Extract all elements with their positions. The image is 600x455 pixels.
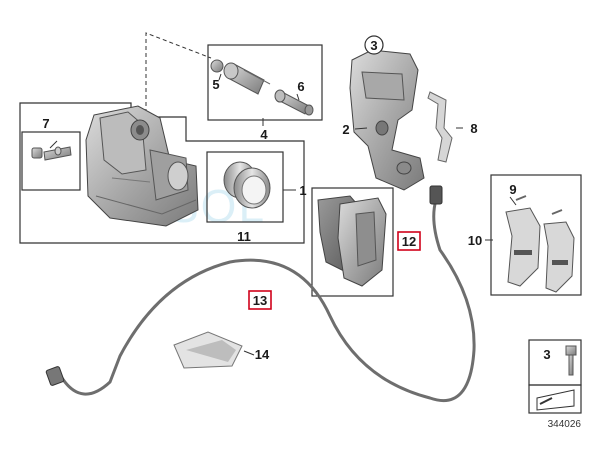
- bleeder-frame: [21, 131, 81, 191]
- pad-clip-part: [505, 195, 575, 293]
- leader-lines: [49, 73, 517, 356]
- wear-sensor-part: [45, 185, 476, 403]
- callout-3[interactable]: 3: [364, 35, 384, 55]
- guide-bolt-part: [274, 89, 314, 116]
- legend-page-icon: [536, 389, 575, 411]
- callout-11[interactable]: 11: [237, 229, 251, 244]
- callout-9[interactable]: 9: [509, 182, 516, 197]
- brake-caliper-part: [85, 105, 199, 227]
- callout-1[interactable]: 1: [299, 183, 306, 198]
- piston-seal-part: [223, 161, 271, 209]
- clip-set-frame: [490, 174, 582, 296]
- grease-packet-part: [173, 331, 243, 369]
- callout-3-label: 3: [370, 38, 377, 53]
- callout-10[interactable]: 10: [468, 233, 482, 248]
- callout-12[interactable]: 12: [397, 231, 421, 251]
- callout-13[interactable]: 13: [248, 290, 272, 310]
- callout-6[interactable]: 6: [297, 79, 304, 94]
- callout-7[interactable]: 7: [42, 116, 49, 131]
- piston-frame: [206, 151, 284, 223]
- guide-sleeve-part: [210, 59, 271, 95]
- callout-12-highlight: [397, 231, 421, 251]
- callout-8[interactable]: 8: [470, 121, 477, 136]
- brake-pad-frame: [311, 187, 394, 297]
- catalog-code: 344026: [548, 419, 582, 430]
- legend-bottom-box: [528, 384, 582, 414]
- callout-12-label: 12: [402, 234, 416, 249]
- bleeder-screw-part: [31, 146, 72, 161]
- callout-14[interactable]: 14: [255, 347, 270, 362]
- caliper-carrier-part: [349, 49, 425, 191]
- dashed-leader: [145, 32, 212, 127]
- anti-rattle-spring-part: [427, 91, 453, 163]
- callout-4[interactable]: 4: [260, 127, 268, 142]
- callout-5[interactable]: 5: [212, 77, 219, 92]
- legend-callout-3[interactable]: 3: [543, 347, 550, 362]
- guide-bolt-frame: [207, 44, 323, 121]
- callout-2[interactable]: 2: [342, 122, 349, 137]
- callout-13-highlight: [248, 290, 272, 310]
- brake-pad-part: [317, 195, 387, 287]
- legend-bolt-icon: [565, 345, 577, 376]
- callout-13-label: 13: [253, 293, 267, 308]
